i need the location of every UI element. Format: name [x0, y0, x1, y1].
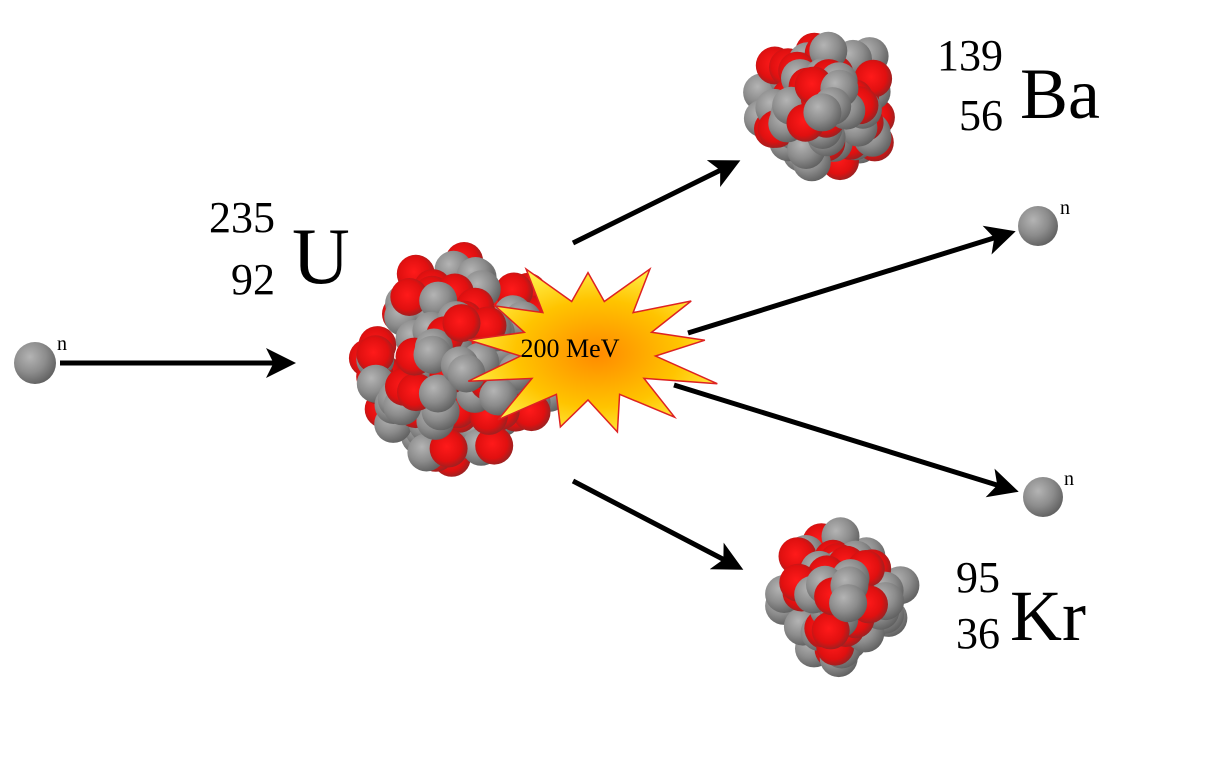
- incoming-neutron-label: n: [57, 333, 67, 355]
- uranium-atomic-number: 92: [231, 255, 275, 304]
- incoming-neutron: n: [14, 333, 67, 384]
- emitted-neutron-bottom: n: [1023, 468, 1074, 517]
- krypton-nucleus: [765, 517, 920, 678]
- proton: [811, 611, 850, 650]
- barium-mass-number: 139: [937, 31, 1003, 80]
- arrow-to-krypton: [571, 478, 744, 570]
- emitted-neutron-bottom-label: n: [1064, 468, 1074, 490]
- energy-burst: 200 MeV: [467, 266, 718, 434]
- krypton-symbol: Kr: [1010, 576, 1086, 656]
- neutron: [418, 374, 457, 413]
- barium-atomic-number: 56: [959, 91, 1003, 140]
- emitted-neutron-top: n: [1018, 197, 1070, 246]
- krypton-mass-number: 95: [956, 553, 1000, 602]
- krypton-atomic-number: 36: [956, 609, 1000, 658]
- proton: [356, 335, 395, 374]
- uranium-mass-number: 235: [209, 193, 275, 242]
- emitted-neutron-top-label: n: [1060, 197, 1070, 219]
- arrow-to-neutron-bottom: [673, 382, 1019, 498]
- barium-symbol: Ba: [1020, 54, 1100, 134]
- arrow-to-barium: [571, 160, 741, 246]
- neutron: [447, 354, 486, 393]
- barium-nucleus: [743, 31, 895, 182]
- neutron: [829, 584, 868, 623]
- proton: [442, 304, 481, 343]
- neutron: [479, 377, 518, 416]
- neutron: [803, 93, 842, 132]
- krypton-isotope-label: 95 36 Kr: [956, 553, 1086, 658]
- arrow-to-neutron-top: [687, 225, 1016, 336]
- uranium-isotope-label: 235 92 U: [209, 193, 350, 304]
- proton: [475, 426, 514, 465]
- energy-label: 200 MeV: [521, 334, 620, 363]
- uranium-symbol: U: [292, 213, 350, 301]
- barium-isotope-label: 139 56 Ba: [937, 31, 1100, 140]
- proton: [390, 278, 429, 316]
